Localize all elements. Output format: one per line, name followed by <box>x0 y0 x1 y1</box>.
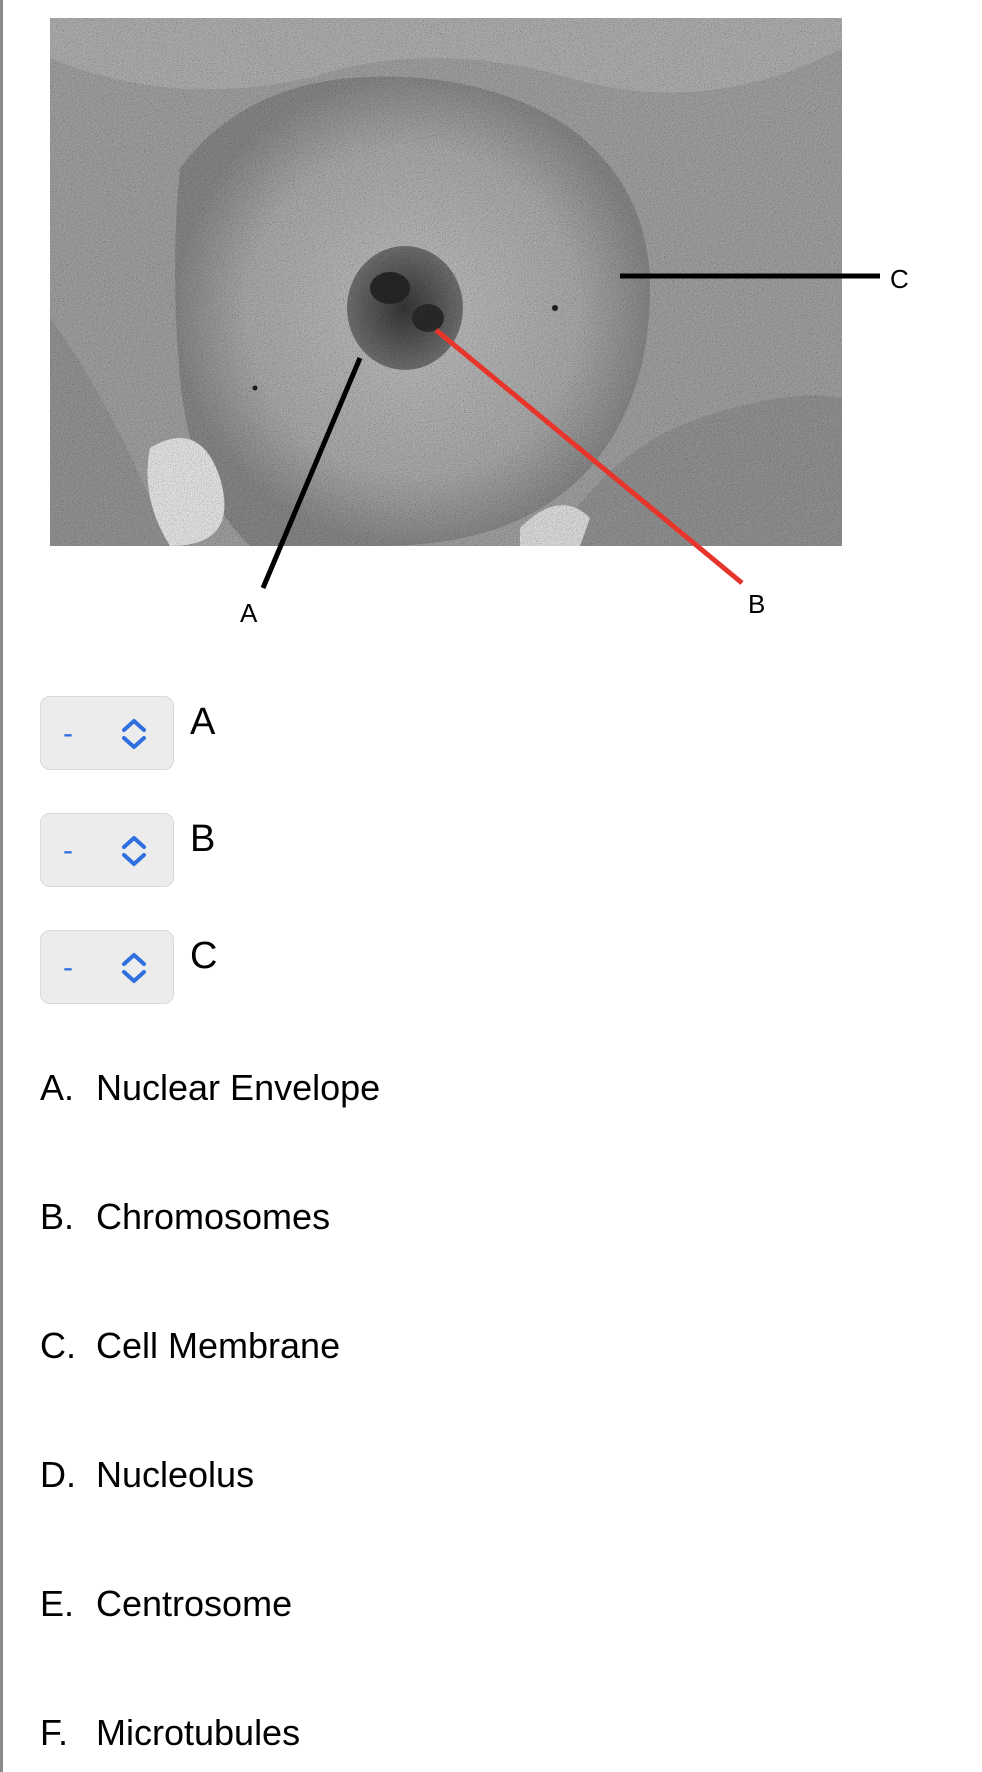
answer-option-letter: B. <box>40 1196 75 1237</box>
left-border <box>0 0 3 1772</box>
dropdown-row-a: - A <box>40 696 215 770</box>
chevron-up-down-icon <box>122 719 146 749</box>
answer-option-letter: C. <box>40 1325 76 1366</box>
chevron-up-down-icon <box>122 836 146 866</box>
pointer-line-a <box>260 357 363 589</box>
answer-option: F. Microtubules <box>40 1715 300 1751</box>
answer-option: E. Centrosome <box>40 1586 292 1622</box>
figure-label-b: B <box>748 589 766 619</box>
dropdown-label-a: A <box>190 701 216 743</box>
dropdown-row-c: - C <box>40 930 217 1004</box>
answer-option: D. Nucleolus <box>40 1457 254 1493</box>
answer-option-letter: D. <box>40 1454 76 1495</box>
answer-option: A. Nuclear Envelope <box>40 1070 380 1106</box>
cell-micrograph-figure: A B C <box>0 0 982 640</box>
dropdown-label-c: C <box>190 935 218 977</box>
answer-option-letter: F. <box>40 1712 69 1753</box>
figure-label-a: A <box>240 598 258 628</box>
figure-label-c: C <box>890 264 909 294</box>
answer-option: B. Chromosomes <box>40 1199 330 1235</box>
select-c-value: - <box>63 951 73 984</box>
answer-option-text: Chromosomes <box>96 1196 331 1237</box>
select-a-value: - <box>63 717 73 750</box>
chevron-up-down-icon <box>122 953 146 983</box>
answer-option-text: Nuclear Envelope <box>96 1067 381 1108</box>
select-b[interactable]: - <box>40 813 174 887</box>
answer-option-text: Nucleolus <box>96 1454 255 1495</box>
answer-option-text: Microtubules <box>96 1712 301 1753</box>
select-b-value: - <box>63 834 73 867</box>
pointer-line-b <box>434 328 744 585</box>
answer-option-text: Centrosome <box>96 1583 293 1624</box>
figure-pointer-lines <box>260 273 880 589</box>
dropdown-label-b: B <box>190 818 216 860</box>
select-c[interactable]: - <box>40 930 174 1004</box>
answer-option: C. Cell Membrane <box>40 1328 340 1364</box>
micrograph-image <box>50 18 842 546</box>
dropdown-row-b: - B <box>40 813 215 887</box>
answer-option-text: Cell Membrane <box>96 1325 341 1366</box>
answer-option-letter: E. <box>40 1583 75 1624</box>
select-a[interactable]: - <box>40 696 174 770</box>
answer-option-letter: A. <box>40 1067 75 1108</box>
